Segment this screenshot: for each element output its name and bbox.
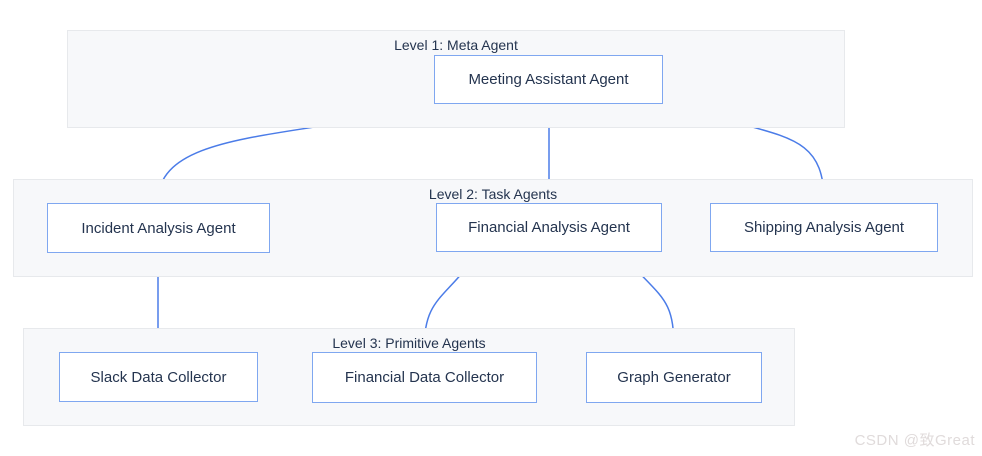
node-slack-data-collector[interactable]: Slack Data Collector	[59, 352, 258, 402]
node-financial-analysis-agent[interactable]: Financial Analysis Agent	[436, 203, 662, 252]
node-meeting-assistant-agent[interactable]: Meeting Assistant Agent	[434, 55, 663, 104]
level-3-title: Level 3: Primitive Agents	[332, 335, 486, 351]
node-graph-generator[interactable]: Graph Generator	[586, 352, 762, 403]
node-incident-analysis-agent[interactable]: Incident Analysis Agent	[47, 203, 270, 253]
node-shipping-analysis-agent[interactable]: Shipping Analysis Agent	[710, 203, 938, 252]
level-1-title: Level 1: Meta Agent	[394, 37, 518, 53]
level-1-group: Level 1: Meta Agent	[67, 30, 845, 128]
node-financial-data-collector[interactable]: Financial Data Collector	[312, 352, 537, 403]
level-2-title: Level 2: Task Agents	[428, 186, 558, 202]
watermark: CSDN @致Great	[854, 432, 975, 449]
